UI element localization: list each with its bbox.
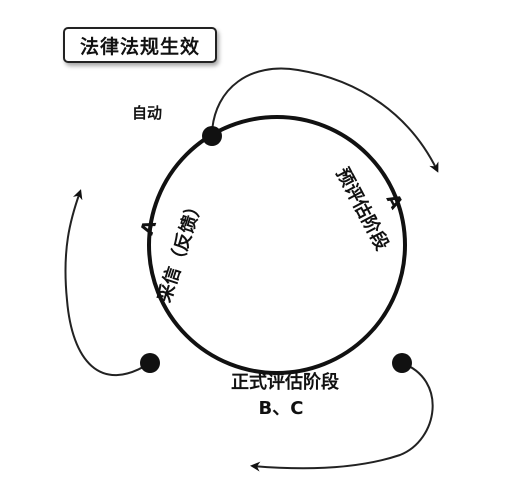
cycle-circle [147,115,407,375]
title-text: 法律法规生效 [79,35,200,58]
arrow-left [64,189,151,376]
label-formal-eval: 正式评估阶段 [231,371,340,393]
node-right [392,353,412,373]
arrow-top-right [211,67,439,173]
label-auto: 自动 [132,104,162,122]
arrow-bottom [250,362,434,472]
node-top [202,126,222,146]
label-pre-eval-letter: A [382,190,407,212]
label-adopt-letter: A [137,218,161,238]
node-left [140,353,160,373]
title-box: 法律法规生效 [63,27,217,63]
label-adopt: 采信（反馈） [153,195,208,305]
label-formal-eval-letters: B、C [259,398,304,419]
